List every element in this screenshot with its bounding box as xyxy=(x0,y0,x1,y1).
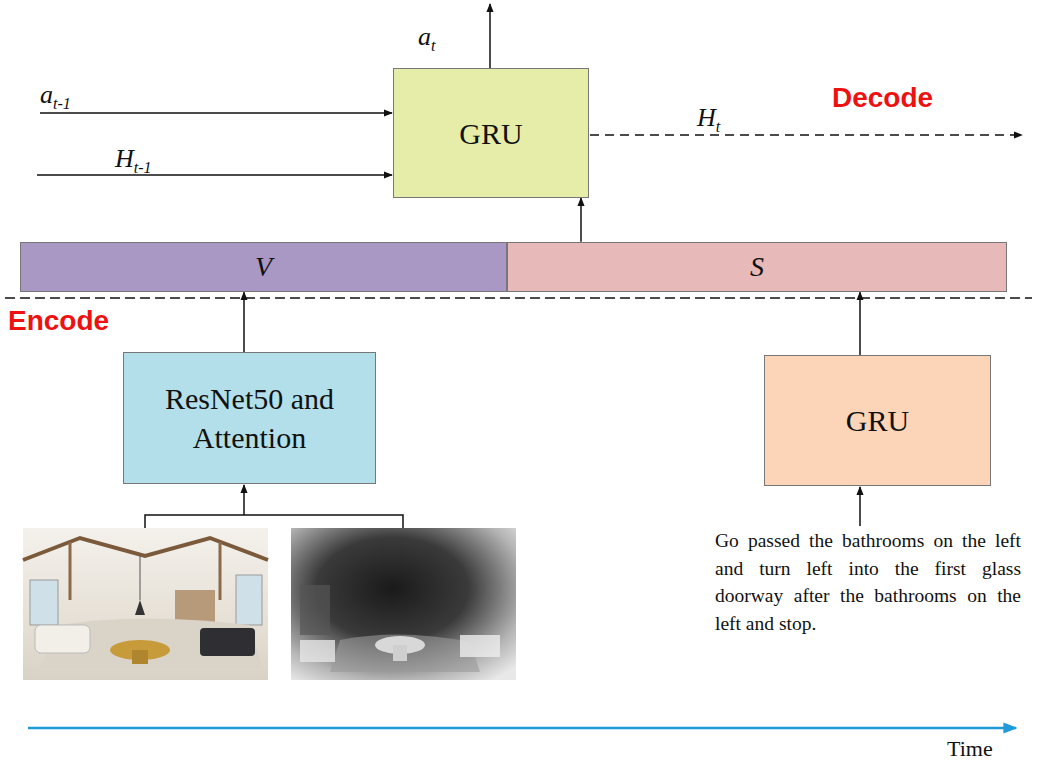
instruction-text: Go passed the bathrooms on the left and … xyxy=(715,527,1021,638)
node-label: GRU xyxy=(459,114,522,153)
time-axis xyxy=(28,727,1016,730)
room-photo xyxy=(23,528,268,680)
input-bracket xyxy=(145,515,403,528)
gru-encoder-box: GRU xyxy=(764,355,991,486)
output-arrow xyxy=(489,4,491,68)
gru-decoder-box: GRU xyxy=(393,68,589,198)
language-feature-band: S xyxy=(507,242,1007,292)
input-arrow xyxy=(40,112,392,114)
node-label: S xyxy=(750,249,764,285)
stage-heading: Decode xyxy=(832,82,933,114)
divider-line xyxy=(5,297,1032,299)
input-arrow xyxy=(243,485,245,515)
output-symbol: at xyxy=(418,22,435,55)
connector-arrow xyxy=(580,198,582,242)
input-arrow xyxy=(859,487,861,526)
depth-map xyxy=(291,528,516,680)
input-arrow xyxy=(37,174,392,176)
node-label: V xyxy=(255,249,272,285)
input-symbol: at-1 xyxy=(40,80,71,113)
hidden-state-symbol: Ht xyxy=(697,103,720,136)
connector-arrow xyxy=(243,292,245,352)
hidden-state-symbol: Ht-1 xyxy=(115,144,152,177)
hidden-state-arrow xyxy=(590,134,1022,136)
axis-label: Time xyxy=(947,736,993,762)
visual-feature-band: V xyxy=(20,242,507,292)
node-label: GRU xyxy=(846,401,909,440)
stage-heading: Encode xyxy=(8,305,109,337)
node-label: ResNet50 and Attention xyxy=(133,379,366,457)
image-encoder-box: ResNet50 and Attention xyxy=(123,352,376,484)
connector-arrow xyxy=(859,292,861,355)
